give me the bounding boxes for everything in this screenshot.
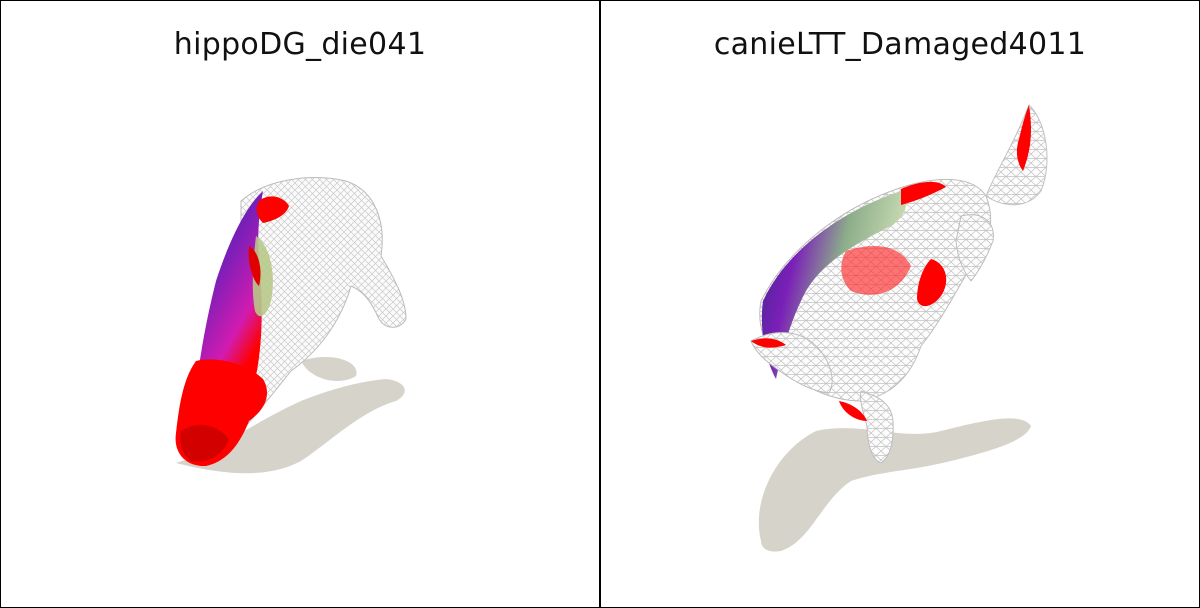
canine-head-red [751,338,786,348]
hippo-red-side [248,246,261,286]
canine-tail-red [1016,105,1031,171]
hippo-red-top [256,196,289,223]
panel-title-right: canieLTT_Damaged4011 [713,27,1087,62]
canine-red-leg [917,259,947,307]
hippo-shadow-lobe [301,356,357,381]
panel-left[interactable]: hippoDG_die041 [0,0,600,608]
canine-standing-leg [860,390,894,464]
canine-red-back [901,181,946,205]
hippo-render[interactable] [1,1,600,608]
canine-raised-leg [955,214,994,282]
canine-red-chest [841,246,911,295]
hippo-head-shade [180,424,229,462]
hippo-shadow [176,379,405,474]
panel-title-left: hippoDG_die041 [173,27,427,62]
hippo-olive-patch [252,236,273,317]
canine-small-red [839,401,867,421]
canine-render[interactable] [601,1,1200,608]
canine-head [750,332,833,394]
panel-right[interactable]: canieLTT_Damaged4011 [600,0,1200,608]
hippo-colored-flank [197,191,263,384]
canine-shadow [758,418,1031,552]
canine-tail [985,104,1048,206]
